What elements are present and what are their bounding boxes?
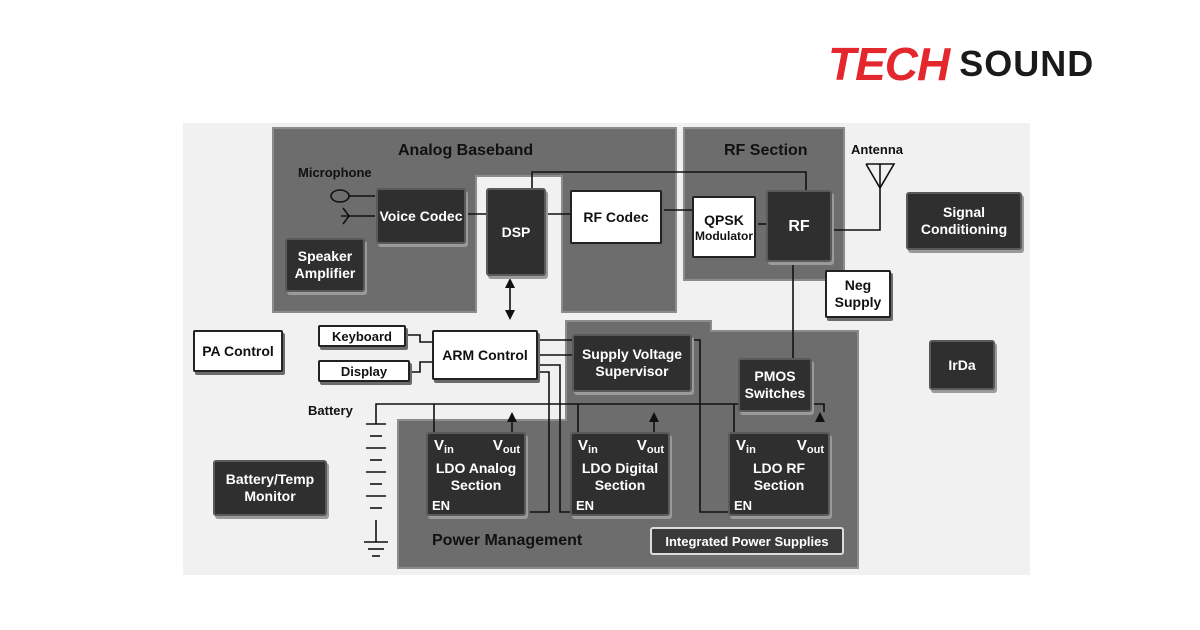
battery-label: Battery: [308, 403, 353, 418]
supply-voltage-supervisor-block: Supply Voltage Supervisor: [572, 334, 692, 392]
integrated-power-supplies-block: Integrated Power Supplies: [650, 527, 844, 555]
dsp-block: DSP: [486, 188, 546, 276]
voice-codec-block: Voice Codec: [376, 188, 466, 244]
vout-lines: [511, 420, 655, 432]
irda-block: IrDa: [929, 340, 995, 390]
logo-sound-text: SOUND: [959, 43, 1095, 84]
microphone-label: Microphone: [298, 165, 372, 180]
speaker-amplifier-block: Speaker Amplifier: [285, 238, 365, 292]
ldo-rf-en: EN: [734, 498, 753, 513]
analog-baseband-title: Analog Baseband: [398, 142, 534, 159]
ldo-digital-vin: Vin: [578, 437, 598, 456]
ldo-analog-block: Vin Vout LDO Analog Section EN: [426, 432, 526, 516]
arrowheads: [505, 278, 825, 422]
ldo-digital-vout: Vout: [636, 437, 664, 456]
keyboard-block: Keyboard: [318, 325, 406, 347]
display-block: Display: [318, 360, 410, 382]
pa-control-block: PA Control: [193, 330, 283, 372]
ldo-analog-vout: Vout: [492, 437, 520, 456]
ldo-rf-vout: Vout: [796, 437, 824, 456]
ldo-rf-block: Vin Vout LDO RF Section EN: [728, 432, 830, 516]
battery-temp-monitor-block: Battery/Temp Monitor: [213, 460, 327, 516]
rf-codec-block: RF Codec: [570, 190, 662, 244]
antenna-label: Antenna: [851, 142, 903, 157]
analog-baseband-region: [272, 127, 677, 313]
techsound-logo: TECH SOUND: [828, 38, 1094, 90]
ldo-analog-label: LDO Analog Section: [435, 460, 517, 493]
ldo-digital-en: EN: [576, 498, 595, 513]
arm-control-block: ARM Control: [432, 330, 538, 380]
qpsk-modulator-block: QPSK Modulator: [692, 196, 756, 258]
pmos-switches-block: PMOS Switches: [738, 358, 812, 412]
rf-block: RF: [766, 190, 832, 262]
rf-section-title: RF Section: [724, 142, 808, 159]
qpsk-label: QPSK: [704, 211, 744, 228]
ldo-digital-block: Vin Vout LDO Digital Section EN: [570, 432, 670, 516]
ldo-rf-label: LDO RF Section: [752, 460, 806, 493]
power-management-title: Power Management: [432, 532, 583, 549]
signal-conditioning-block: Signal Conditioning: [906, 192, 1022, 250]
ldo-digital-label: LDO Digital Section: [581, 460, 659, 493]
ldo-analog-vin: Vin: [434, 437, 454, 456]
modulator-label: Modulator: [695, 228, 753, 243]
neg-supply-block: Neg Supply: [825, 270, 891, 318]
ldo-rf-vin: Vin: [736, 437, 756, 456]
logo-tech-text: TECH: [828, 38, 950, 90]
ldo-analog-en: EN: [432, 498, 451, 513]
battery-symbol: [364, 423, 388, 557]
